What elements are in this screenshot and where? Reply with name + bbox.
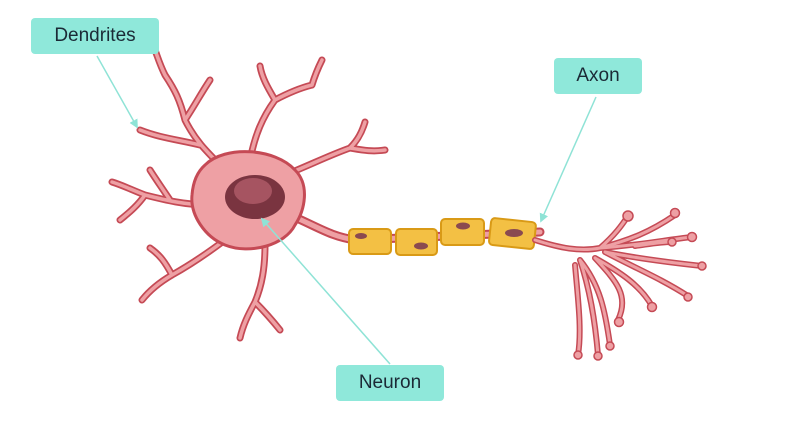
neuron-label: Neuron (336, 365, 444, 401)
axon-terminals (532, 207, 707, 361)
myelin-segment (488, 217, 537, 250)
pointer-lines (96, 55, 597, 365)
neuron-pointer (260, 217, 391, 365)
dendrites-label: Dendrites (31, 18, 159, 54)
dendrites (108, 46, 389, 342)
myelin-segment (395, 228, 438, 256)
axon-pointer (539, 96, 597, 223)
axon-terminal-bulbs (573, 207, 707, 361)
dendrites-pointer (96, 55, 138, 129)
nucleus-highlight (234, 178, 272, 204)
axon-label: Axon (554, 58, 642, 94)
myelin-segment (348, 228, 392, 255)
neuron-illustration (108, 46, 707, 361)
myelin-segment (440, 218, 485, 246)
myelin-sheath (348, 217, 537, 256)
